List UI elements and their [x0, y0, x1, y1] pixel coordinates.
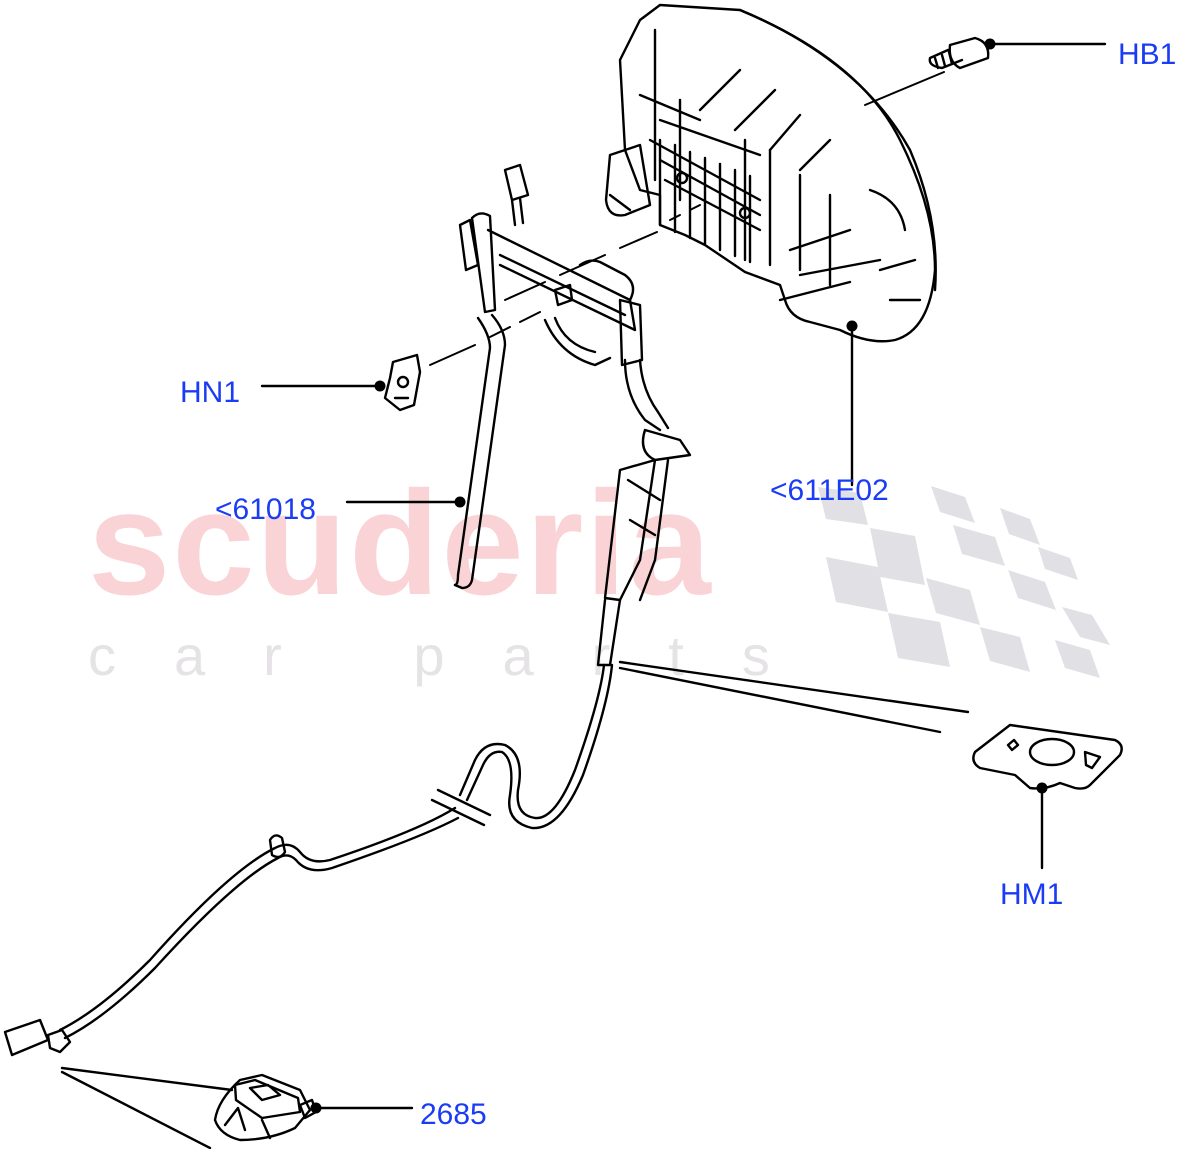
rod-part-drawing [453, 313, 507, 590]
callout-2685[interactable]: 2685 [420, 1098, 487, 1131]
mounting-plate-drawing [972, 723, 1123, 790]
callout-hm1[interactable]: HM1 [1000, 878, 1064, 911]
cable-drawing [3, 663, 614, 1057]
leader-dots [310, 38, 1048, 1114]
housing-part-drawing [604, 3, 937, 343]
callout-hb1[interactable]: HB1 [1118, 38, 1177, 71]
callout-hn1[interactable]: HN1 [180, 376, 241, 409]
leader-lines [60, 42, 1107, 1149]
screw-part-drawing [864, 36, 990, 106]
clip-nut-part-drawing [383, 353, 422, 412]
connector-bracket-drawing [213, 1073, 318, 1142]
callout-611e02[interactable]: <611E02 [770, 474, 889, 507]
bracket-mechanism-drawing [458, 163, 692, 667]
callout-61018[interactable]: <61018 [215, 493, 316, 526]
watermark-brand: scuderia [88, 461, 713, 626]
